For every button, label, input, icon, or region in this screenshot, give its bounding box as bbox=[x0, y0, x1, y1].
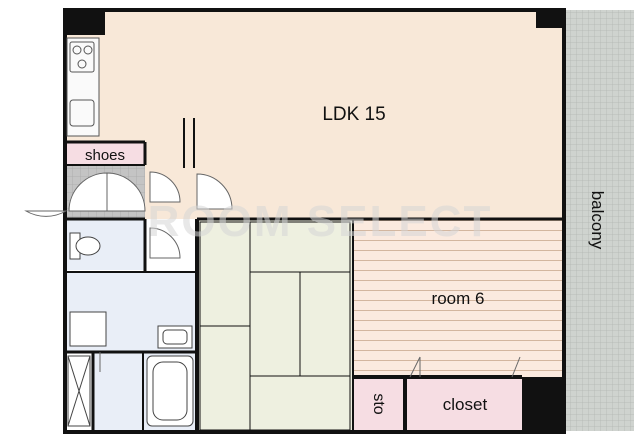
washbasin bbox=[69, 311, 193, 349]
balcony-label: balcony bbox=[588, 191, 607, 250]
closet-floor bbox=[405, 377, 522, 430]
linen-shelf bbox=[67, 355, 91, 427]
bathtub bbox=[146, 355, 194, 427]
toilet-fixture bbox=[69, 232, 101, 260]
walls bbox=[63, 8, 566, 434]
watermark: ROOM SELECT bbox=[148, 197, 493, 246]
shoes-floor bbox=[66, 142, 145, 165]
kitchen-counter bbox=[66, 37, 100, 137]
closet-label: closet bbox=[443, 395, 488, 414]
storage-floor bbox=[353, 377, 405, 430]
ldk-label: LDK 15 bbox=[322, 104, 385, 125]
balcony-floor bbox=[566, 10, 634, 431]
tatami-floor bbox=[197, 219, 353, 430]
interior-walls bbox=[66, 118, 562, 430]
room-floor bbox=[353, 219, 562, 377]
shoes-label: shoes bbox=[85, 147, 125, 164]
room-label: room 6 bbox=[432, 289, 485, 308]
storage-label: sto bbox=[370, 393, 387, 414]
doors bbox=[24, 171, 521, 378]
